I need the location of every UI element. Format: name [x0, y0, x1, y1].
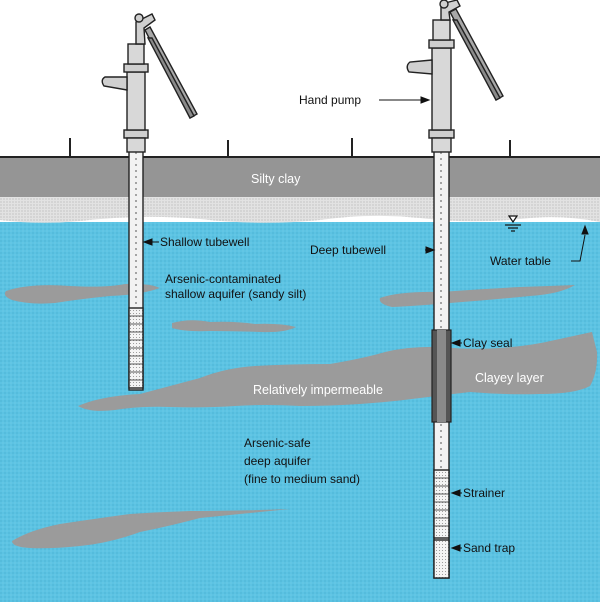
- relatively-impermeable-label: Relatively impermeable: [253, 383, 383, 397]
- sand-band: [0, 196, 600, 223]
- hand-pump-label: Hand pump: [299, 93, 361, 107]
- clay-lens-bottom-left: [12, 509, 290, 549]
- deep-hand-pump: [406, 0, 504, 153]
- clay-lens-mid-left: [172, 320, 296, 333]
- clay-lens-upper-left: [4, 283, 160, 304]
- shallow-tubewell: [128, 149, 144, 391]
- water-table-label: Water table: [490, 254, 551, 268]
- leader-lines: [142, 96, 589, 552]
- deep-aquifer-label-line1: Arsenic-safe: [244, 436, 311, 450]
- deep-tubewell: [431, 149, 452, 579]
- silty-clay-layer: [0, 157, 600, 197]
- strainer-label: Strainer: [463, 486, 505, 500]
- silty-clay-label: Silty clay: [251, 172, 301, 186]
- water-table-symbol: [505, 215, 521, 232]
- deep-tubewell-sand-trap: [433, 539, 450, 579]
- deep-tubewell-strainer: [433, 469, 450, 539]
- clayey-layer-label: Clayey layer: [475, 371, 544, 385]
- sand-trap-label: Sand trap: [463, 541, 515, 555]
- clay-seal-label: Clay seal: [463, 336, 512, 350]
- shallow-aquifer-label-line1: Arsenic-contaminated: [165, 272, 281, 286]
- clayey-impermeable-layer: [78, 332, 598, 411]
- deep-tubewell-label: Deep tubewell: [310, 243, 386, 257]
- ground-posts: [69, 138, 511, 157]
- clay-lens-upper-right: [379, 285, 575, 307]
- shallow-tubewell-label: Shallow tubewell: [160, 235, 249, 249]
- deep-aquifer-label-line2: deep aquifer: [244, 454, 311, 468]
- shallow-aquifer-label-line2: shallow aquifer (sandy silt): [165, 287, 306, 301]
- shallow-hand-pump: [101, 13, 198, 153]
- deep-aquifer-label-line3: (fine to medium sand): [244, 472, 360, 486]
